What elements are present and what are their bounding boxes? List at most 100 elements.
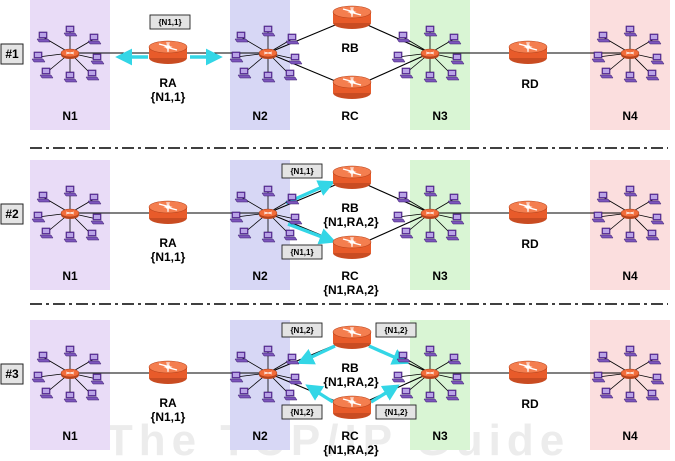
computer-icon: [391, 371, 406, 383]
network-n3-hosts: [391, 345, 465, 403]
network-n1-hosts: [31, 345, 105, 403]
stage-label: #1: [0, 43, 24, 65]
network-n2-label: N2: [252, 429, 268, 443]
update-arrow: [370, 384, 400, 404]
update-tag-text: {N1,2}: [290, 408, 313, 417]
update-tag: {N1,2}: [375, 322, 417, 338]
router-rc-label: RC: [341, 269, 359, 283]
watermark-text: The TCP/IP Guide: [106, 416, 570, 461]
computer-icon: [288, 53, 303, 65]
network-n1-label: N1: [62, 109, 78, 123]
router-rd-icon: [508, 360, 548, 385]
computer-icon: [288, 373, 303, 385]
network-n1-label: N1: [62, 269, 78, 283]
update-tag-text: {N1,1}: [158, 18, 181, 27]
hub-icon: [258, 208, 278, 220]
router-rc-icon: [332, 75, 372, 100]
router-ra-table: {N1,1}: [151, 90, 186, 104]
hub-icon: [420, 368, 440, 380]
router-rd-label: RD: [521, 237, 539, 251]
router-rb-table: {N1,RA,2}: [323, 375, 379, 389]
update-tag-text: {N1,2}: [384, 408, 407, 417]
router-ra-table: {N1,1}: [151, 250, 186, 264]
router-rb-label: RB: [341, 361, 359, 375]
network-n2-hosts: [229, 185, 303, 243]
update-tag-text: {N1,2}: [290, 326, 313, 335]
hub-icon: [60, 208, 80, 220]
router-rc-label: RC: [341, 109, 359, 123]
network-n3-area: [410, 0, 470, 130]
update-arrow: [305, 384, 334, 404]
stage-label-text: #1: [5, 47, 19, 61]
network-n3-label: N3: [432, 429, 448, 443]
computer-icon: [288, 213, 303, 225]
computer-icon: [391, 51, 406, 63]
router-rc-label: RC: [341, 429, 359, 443]
computer-icon: [283, 69, 298, 81]
network-n1-hosts: [31, 185, 105, 243]
network-n4-label: N4: [622, 269, 638, 283]
computer-icon: [285, 33, 300, 45]
router-ra-label: RA: [159, 396, 177, 410]
stage-label: #2: [0, 203, 24, 225]
router-rb-icon: [332, 165, 372, 190]
hub-icon: [620, 368, 640, 380]
stage-label-text: #2: [5, 207, 19, 221]
update-tag: {N1,2}: [375, 404, 417, 420]
network-n2-label: N2: [252, 269, 268, 283]
network-n3-label: N3: [432, 269, 448, 283]
stage-label-text: #3: [5, 367, 19, 381]
network-n4-hosts: [591, 25, 665, 83]
router-rb-label: RB: [341, 201, 359, 215]
update-tag: {N1,2}: [281, 404, 323, 420]
network-n4-hosts: [591, 345, 665, 403]
update-arrow: [368, 344, 410, 365]
hub-icon: [620, 208, 640, 220]
router-ra-label: RA: [159, 76, 177, 90]
network-n4-hosts: [591, 185, 665, 243]
router-ra-label: RA: [159, 236, 177, 250]
computer-icon: [283, 229, 298, 241]
router-ra-icon: [148, 200, 188, 225]
network-n1-hosts: [31, 25, 105, 83]
router-rc-icon: [332, 235, 372, 260]
computer-icon: [391, 211, 406, 223]
update-tag: {N1,1}: [149, 14, 191, 30]
network-n4-label: N4: [622, 109, 638, 123]
computer-icon: [396, 351, 411, 363]
router-ra-icon: [148, 360, 188, 385]
update-arrow: [296, 344, 336, 365]
computer-icon: [283, 389, 298, 401]
update-tag: {N1,1}: [281, 163, 323, 179]
hub-icon: [60, 48, 80, 60]
network-n3-hosts: [391, 185, 465, 243]
router-rd-label: RD: [521, 77, 539, 91]
update-tag-text: {N1,1}: [290, 167, 313, 176]
router-rb-label: RB: [341, 41, 359, 55]
computer-icon: [285, 353, 300, 365]
router-rc-table: {N1,RA,2}: [323, 443, 379, 457]
router-rd-icon: [508, 40, 548, 65]
hub-icon: [420, 208, 440, 220]
network-n2-hosts: [229, 345, 303, 403]
router-ra-table: {N1,1}: [151, 410, 186, 424]
router-ra-icon: [148, 40, 188, 65]
router-rd-label: RD: [521, 397, 539, 411]
update-tag-text: {N1,2}: [384, 326, 407, 335]
update-arrow: [287, 222, 337, 245]
stage-label: #3: [0, 363, 24, 385]
hub-icon: [258, 368, 278, 380]
router-rc-table: {N1,RA,2}: [323, 283, 379, 297]
computer-icon: [396, 191, 411, 203]
network-n2-label: N2: [252, 109, 268, 123]
hub-icon: [60, 368, 80, 380]
network-n1-label: N1: [62, 429, 78, 443]
update-tag: {N1,2}: [281, 322, 323, 338]
router-rd-icon: [508, 200, 548, 225]
hub-icon: [620, 48, 640, 60]
network-n4-label: N4: [622, 429, 638, 443]
router-rb-icon: [332, 5, 372, 30]
